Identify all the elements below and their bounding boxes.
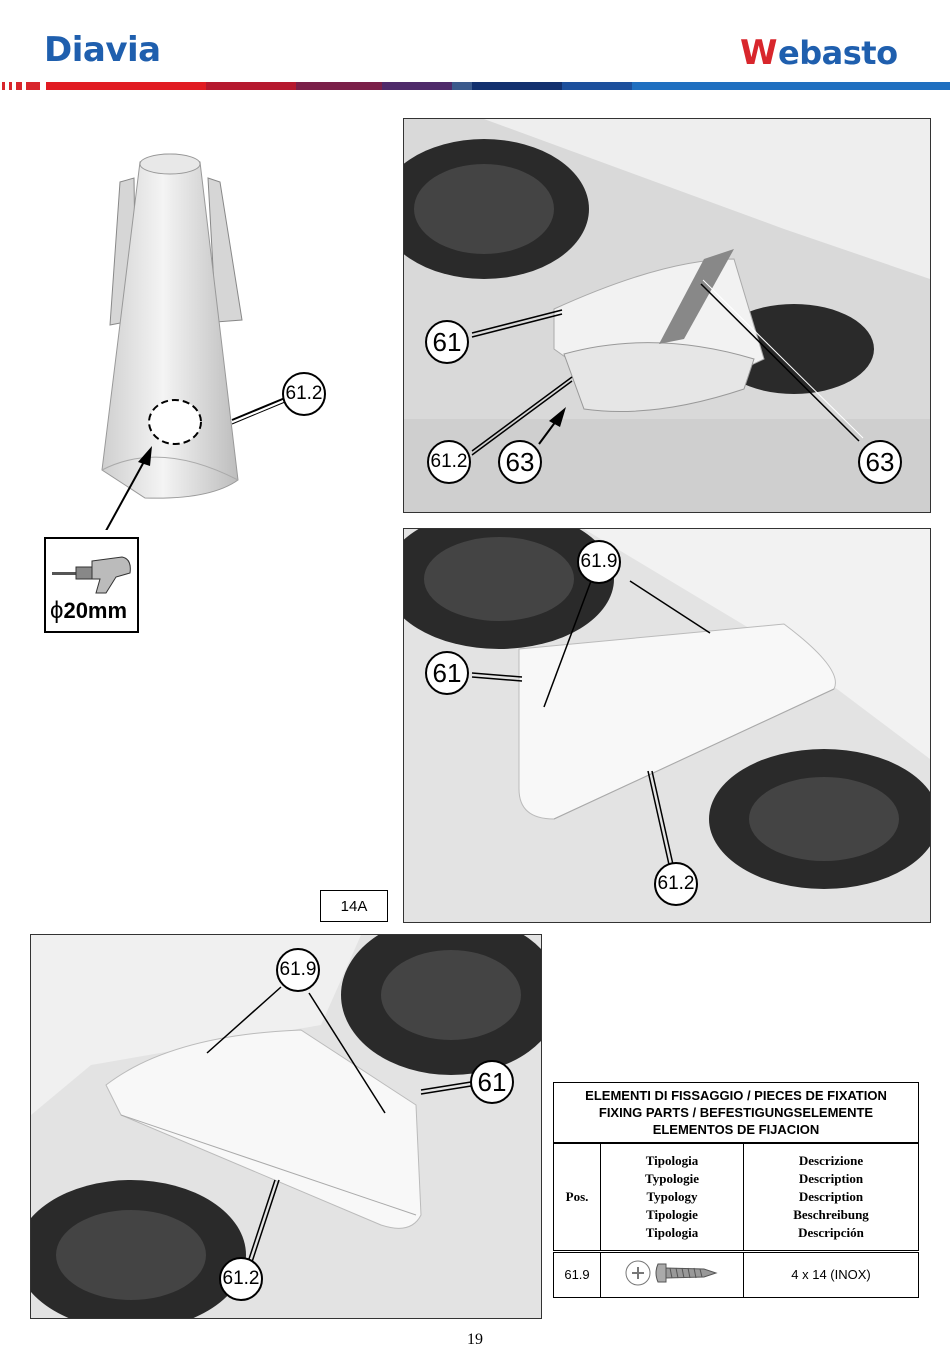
diameter-symbol: ϕ bbox=[50, 597, 64, 624]
callout-61-2: 61.2 bbox=[282, 372, 326, 416]
callout-61: 61 bbox=[470, 1060, 514, 1104]
row-typology bbox=[600, 1250, 744, 1298]
header-tipologia: Tipologia Typologie Typology Tipologie T… bbox=[600, 1142, 744, 1253]
row-description: 4 x 14 (INOX) bbox=[743, 1250, 919, 1298]
table-title: ELEMENTI DI FISSAGGIO / PIECES DE FIXATI… bbox=[553, 1082, 919, 1144]
drill-size-box: ϕ20mm bbox=[44, 537, 139, 633]
table-header-row: Pos. Tipologia Typologie Typology Tipolo… bbox=[553, 1142, 919, 1253]
callout-61-2: 61.2 bbox=[654, 862, 698, 906]
screw-icon bbox=[625, 1260, 718, 1285]
callout-61-9: 61.9 bbox=[577, 540, 621, 584]
drill-icon bbox=[52, 556, 131, 594]
callout-63: 63 bbox=[858, 440, 902, 484]
photo-duct-installation bbox=[403, 118, 931, 513]
table-title-row: ELEMENTI DI FISSAGGIO / PIECES DE FIXATI… bbox=[553, 1082, 919, 1144]
webasto-logo-mark: W bbox=[740, 33, 778, 73]
webasto-logo-text: ebasto bbox=[778, 34, 898, 72]
diavia-logo: Diavia bbox=[44, 30, 161, 70]
callout-61-2: 61.2 bbox=[219, 1257, 263, 1301]
callout-61-2: 61.2 bbox=[427, 440, 471, 484]
figure-label: 14A bbox=[320, 890, 388, 922]
duct-drawing bbox=[40, 140, 340, 539]
callout-61: 61 bbox=[425, 651, 469, 695]
photo-duct-fixed-right bbox=[403, 528, 931, 923]
table-row: 61.9 4 x 14 (INOX) bbox=[553, 1250, 919, 1298]
callout-61: 61 bbox=[425, 320, 469, 364]
header-stripe bbox=[0, 82, 950, 90]
drill-size: 20mm bbox=[63, 598, 128, 623]
header-descrizione: Descrizione Description Description Besc… bbox=[743, 1142, 919, 1253]
header-pos: Pos. bbox=[553, 1142, 601, 1253]
page-number: 19 bbox=[467, 1331, 483, 1348]
row-pos: 61.9 bbox=[553, 1250, 601, 1298]
callout-61-9: 61.9 bbox=[276, 948, 320, 992]
callout-63: 63 bbox=[498, 440, 542, 484]
fixing-parts-table: ELEMENTI DI FISSAGGIO / PIECES DE FIXATI… bbox=[553, 1082, 919, 1298]
photo-duct-fixed-left bbox=[30, 934, 542, 1319]
